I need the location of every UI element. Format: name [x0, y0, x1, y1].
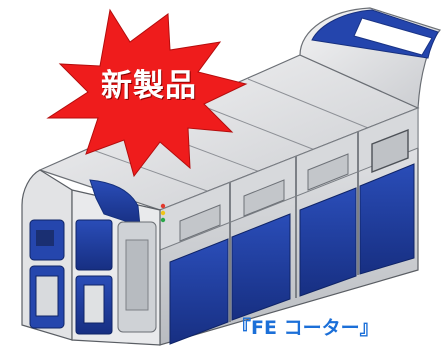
machine-front-side — [159, 107, 419, 346]
new-product-starburst — [46, 8, 248, 178]
new-product-label: 新製品 — [101, 68, 197, 104]
product-caption: 『FE コーター』 — [232, 317, 379, 339]
end-unit — [21, 169, 166, 346]
lifted-lid — [299, 7, 442, 109]
